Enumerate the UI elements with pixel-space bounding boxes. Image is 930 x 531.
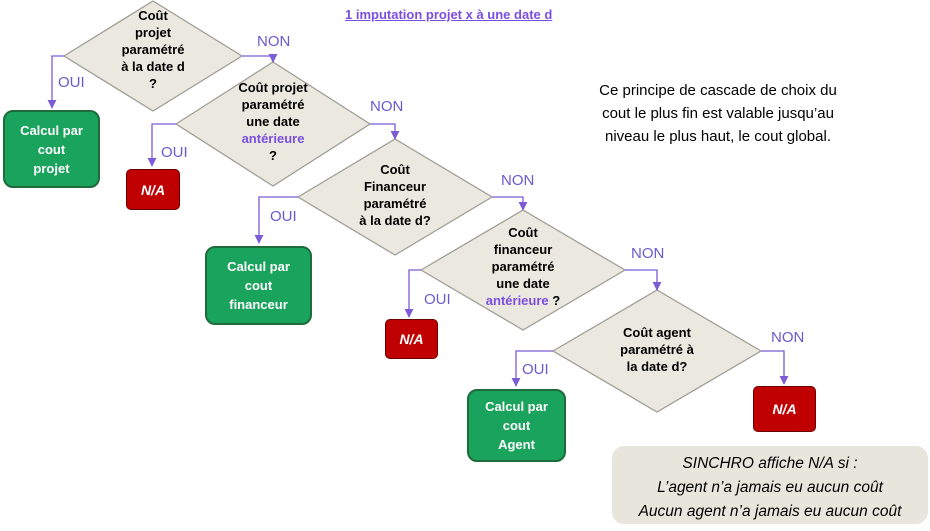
edge-oui-2 (147, 123, 176, 167)
edge-oui-5 (511, 350, 553, 387)
edge-label-non-3: NON (501, 172, 535, 189)
edge-label-oui-4: OUI (424, 291, 451, 308)
edge-non-1 (242, 53, 278, 63)
edge-label-non-2: NON (370, 98, 404, 115)
sinchro-line-3: Aucun agent n’a jamais eu aucun coût (638, 503, 902, 520)
sinchro-callout: SINCHRO affiche N/A si : L’agent n’a jam… (612, 446, 928, 524)
sinchro-line-1: SINCHRO affiche N/A si : (682, 455, 858, 472)
result-na-2: N/A (385, 319, 438, 359)
edge-oui-3 (254, 196, 298, 244)
page-title: 1 imputation projet x à une date d (345, 7, 553, 22)
edge-label-non-5: NON (771, 329, 805, 346)
edge-oui-1 (47, 55, 64, 109)
edge-non-3 (492, 196, 528, 211)
edge-oui-4 (404, 269, 421, 318)
edge-label-non-1: NON (257, 33, 291, 50)
edge-non-2 (370, 123, 400, 140)
decision-4-highlight: antérieure (485, 293, 549, 308)
cascade-note: Ce principe de cascade de choix du cout … (599, 82, 837, 145)
edge-label-oui-5: OUI (522, 361, 549, 378)
edge-non-5 (761, 350, 789, 385)
sinchro-line-2: L’agent n’a jamais eu aucun coût (657, 479, 883, 496)
edge-non-4 (625, 269, 662, 291)
edge-label-oui-2: OUI (161, 144, 188, 161)
result-na-3: N/A (753, 386, 816, 432)
edge-label-oui-1: OUI (58, 74, 85, 91)
result-na-1: N/A (126, 169, 180, 210)
edge-label-non-4: NON (631, 245, 665, 262)
edge-label-oui-3: OUI (270, 208, 297, 225)
